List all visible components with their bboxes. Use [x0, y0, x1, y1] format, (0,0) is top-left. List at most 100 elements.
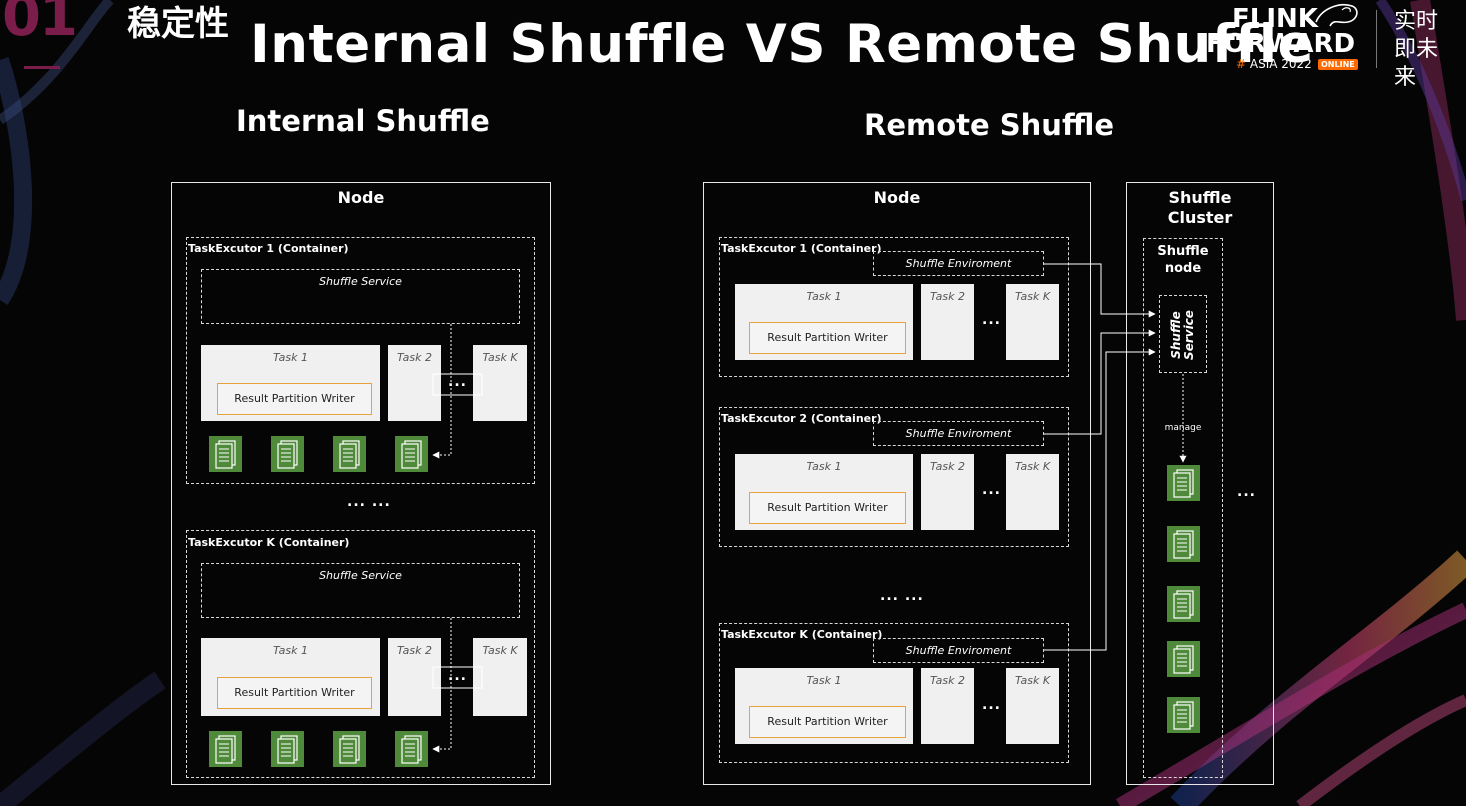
remote-executor-1-task-dots: ... — [982, 312, 1001, 328]
task-label: Task 2 — [930, 674, 965, 687]
internal-executor-k-task-dots: ... — [448, 668, 467, 684]
logo-divider — [1376, 10, 1377, 68]
logo-hash: # — [1236, 57, 1247, 71]
internal-executor-1-task-k: Task K — [473, 345, 527, 421]
section-number: 01 — [2, 0, 78, 49]
task-label: Task 1 — [273, 644, 308, 657]
cluster-label-line1: Shuffle — [1168, 188, 1232, 207]
section-underline — [24, 66, 60, 69]
internal-executor-1-shuffle-service — [201, 269, 520, 324]
task-label: Task 1 — [806, 674, 842, 687]
internal-executor-1-task-2: Task 2 — [388, 345, 441, 421]
file-icon — [395, 731, 428, 767]
task-label: Task 2 — [397, 644, 432, 657]
internal-executor-1-task-1: Task 1 Result Partition Writer — [201, 345, 380, 421]
file-icon — [333, 436, 366, 472]
task-label: Task K — [1014, 674, 1051, 687]
result-partition-writer: Result Partition Writer — [749, 322, 906, 354]
remote-executor-1-task-2: Task 2 — [921, 284, 974, 360]
remote-executor-2-label: TaskExcutor 2 (Container) — [721, 412, 882, 425]
file-icon — [271, 436, 304, 472]
shuffle-node-label: Shuffle node — [1143, 243, 1223, 277]
remote-executor-2-task-1: Task 1 Result Partition Writer — [735, 454, 913, 530]
cluster-label-line2: Cluster — [1167, 208, 1233, 227]
shuffle-service-line2: Service — [1182, 310, 1196, 360]
shuffle-node-line1: Shuffle — [1157, 244, 1209, 259]
internal-executor-k-shuffle-service — [201, 563, 520, 618]
remote-executor-k-env-box — [873, 638, 1044, 663]
result-partition-writer: Result Partition Writer — [749, 706, 906, 738]
shuffle-node-line2: node — [1164, 261, 1202, 276]
remote-executor-2-task-k: Task K — [1006, 454, 1059, 530]
remote-executor-k-label: TaskExcutor K (Container) — [721, 628, 883, 641]
remote-executor-k-task-dots: ... — [982, 697, 1001, 713]
internal-executor-1-label: TaskExcutor 1 (Container) — [188, 242, 349, 255]
internal-executor-k-box — [186, 530, 535, 778]
task-label: Task K — [482, 351, 518, 364]
internal-executor-k-service-label: Shuffle Service — [319, 569, 402, 582]
shuffle-cluster-side-dots: ... — [1237, 484, 1256, 500]
remote-executor-k-task-2: Task 2 — [921, 668, 974, 744]
internal-shuffle-title: Internal Shuffle — [236, 104, 490, 138]
internal-mid-dots: ... ... — [347, 494, 391, 510]
remote-mid-dots: ... ... — [880, 588, 924, 604]
logo-online-badge: ONLINE — [1318, 59, 1358, 70]
internal-executor-1-service-label: Shuffle Service — [319, 275, 402, 288]
remote-executor-2-env-box — [873, 421, 1044, 446]
remote-shuffle-title: Remote Shuffle — [864, 108, 1114, 142]
file-icon — [395, 436, 428, 472]
internal-node-box — [171, 182, 551, 785]
remote-executor-2-env-label: Shuffle Enviroment — [905, 427, 1012, 440]
remote-node-label: Node — [873, 188, 921, 207]
file-icon — [271, 731, 304, 767]
logo-asia-text: ASIA 2022 — [1249, 57, 1312, 71]
task-label: Task 1 — [806, 290, 842, 303]
internal-executor-k-label: TaskExcutor K (Container) — [188, 536, 350, 549]
task-label: Task 1 — [806, 460, 842, 473]
logo-forward: FORWARD — [1206, 29, 1356, 59]
logo-slogan: 实时即未来 — [1394, 9, 1439, 90]
task-label: Task K — [1014, 290, 1051, 303]
file-icon — [1167, 465, 1200, 501]
page-title: Internal Shuffle VS Remote Shuffle — [250, 14, 1314, 75]
logo-flink: FLINK — [1232, 4, 1318, 34]
remote-executor-k-box — [719, 623, 1069, 763]
task-label: Task 2 — [930, 460, 965, 473]
internal-executor-1-box — [186, 237, 535, 484]
file-icon — [209, 731, 242, 767]
remote-executor-k-task-k: Task K — [1006, 668, 1059, 744]
task-label: Task K — [482, 644, 518, 657]
file-icon — [1167, 586, 1200, 622]
file-icon — [1167, 641, 1200, 677]
task-label: Task 1 — [273, 351, 308, 364]
file-icon — [1167, 697, 1200, 733]
task-label: Task K — [1014, 460, 1051, 473]
remote-executor-k-env-label: Shuffle Enviroment — [905, 644, 1012, 657]
remote-executor-k-task-1: Task 1 Result Partition Writer — [735, 668, 913, 744]
internal-executor-k-task-2: Task 2 — [388, 638, 441, 716]
result-partition-writer: Result Partition Writer — [749, 492, 906, 524]
remote-executor-1-env-label: Shuffle Enviroment — [905, 257, 1012, 270]
logo-asia: # ASIA 2022 — [1236, 57, 1312, 71]
section-label: 稳定性 — [127, 4, 229, 44]
shuffle-service-label: Shuffle Service — [1169, 287, 1196, 383]
file-icon — [1167, 526, 1200, 562]
file-icon — [333, 731, 366, 767]
remote-executor-2-task-2: Task 2 — [921, 454, 974, 530]
remote-executor-2-task-dots: ... — [982, 482, 1001, 498]
shuffle-service-box — [1159, 295, 1207, 373]
task-label: Task 2 — [930, 290, 965, 303]
remote-executor-1-task-k: Task K — [1006, 284, 1059, 360]
internal-executor-1-task-dots: ... — [448, 374, 467, 390]
result-partition-writer: Result Partition Writer — [217, 383, 372, 415]
result-partition-writer: Result Partition Writer — [217, 677, 372, 709]
file-icon — [209, 436, 242, 472]
internal-node-label: Node — [337, 188, 385, 207]
internal-executor-k-task-1: Task 1 Result Partition Writer — [201, 638, 380, 716]
squirrel-logo-icon — [1315, 4, 1358, 27]
remote-executor-1-task-1: Task 1 Result Partition Writer — [735, 284, 913, 360]
shuffle-cluster-label: Shuffle Cluster — [1126, 188, 1274, 228]
manage-label: manage — [1164, 423, 1202, 433]
remote-executor-1-env-box — [873, 251, 1044, 276]
